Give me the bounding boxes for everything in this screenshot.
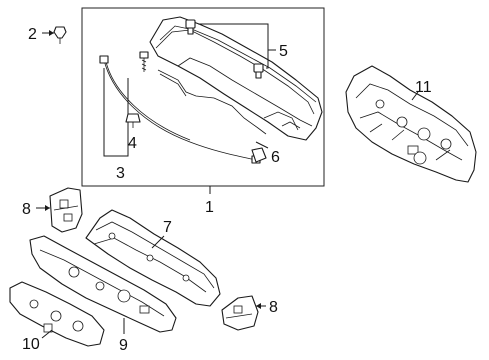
leader-5	[198, 23, 276, 69]
clip-lower	[253, 63, 264, 79]
assembly-box	[81, 7, 325, 187]
callout-9: 9	[119, 337, 128, 354]
callout-2: 2	[28, 26, 37, 43]
callout-10: 10	[22, 336, 40, 353]
insulator-pad	[9, 281, 105, 347]
leader-11	[411, 91, 419, 101]
grommet	[251, 147, 267, 163]
bolt	[139, 51, 149, 72]
fastener-2	[53, 26, 67, 44]
clip-upper	[185, 19, 196, 35]
leader-7	[151, 235, 165, 249]
callout-5: 5	[279, 43, 288, 60]
dash-panel	[345, 65, 477, 183]
callout-4: 4	[128, 135, 137, 152]
leader-3	[103, 68, 129, 157]
callout-1: 1	[205, 199, 214, 216]
callout-11: 11	[415, 79, 432, 96]
drain-hose	[157, 69, 267, 135]
callout-8-left: 8	[22, 201, 31, 218]
callout-8-right: 8	[269, 299, 278, 316]
leader-6	[255, 141, 269, 149]
cowl-panel	[85, 209, 221, 307]
bracket-8-right	[221, 295, 259, 331]
small-clip	[125, 113, 141, 128]
leader-10	[41, 329, 53, 339]
callout-3: 3	[116, 165, 125, 182]
lower-cowl-panel	[29, 235, 177, 333]
callout-6: 6	[271, 149, 280, 166]
cowl-top-cover	[149, 16, 323, 141]
bracket-8-left	[49, 187, 83, 233]
callout-7: 7	[163, 219, 172, 236]
